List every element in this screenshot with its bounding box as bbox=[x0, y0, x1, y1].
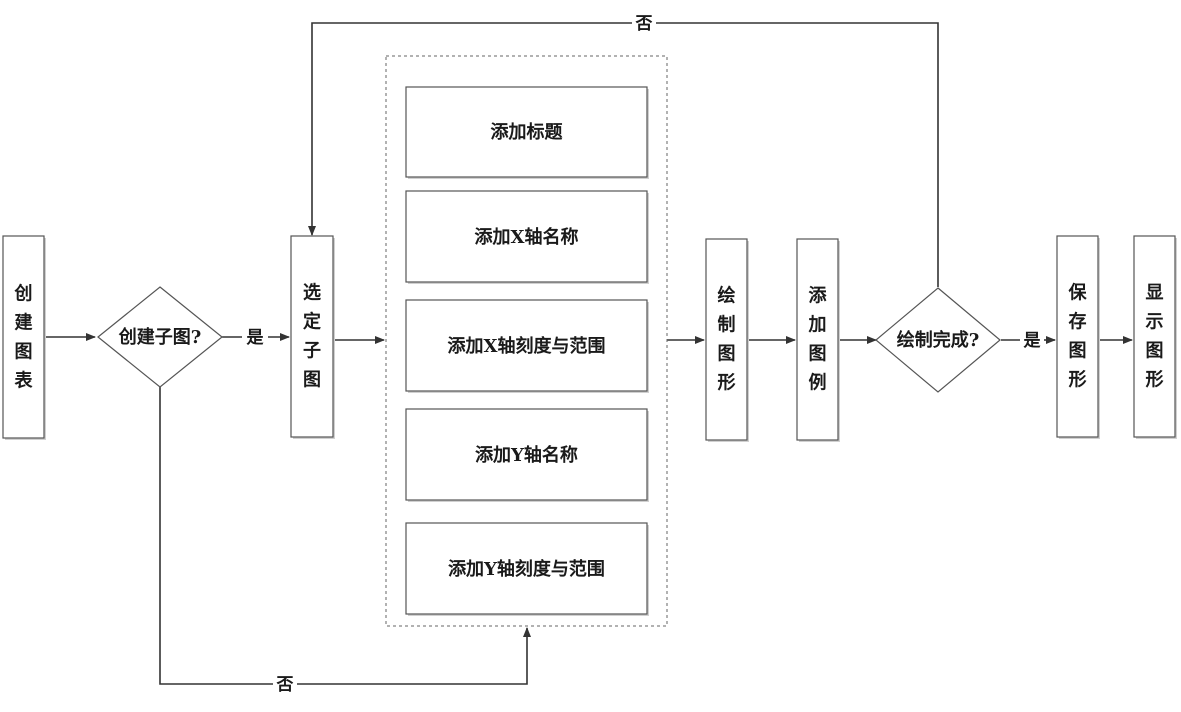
node-save-graph: 保存图形 bbox=[1056, 235, 1100, 439]
save-graph-label: 保存图形 bbox=[1068, 282, 1088, 391]
add-x-name-label: 添加X轴名称 bbox=[475, 226, 579, 248]
node-select-subplot: 选定子图 bbox=[290, 235, 335, 439]
edge-label-no-1: 否 bbox=[276, 675, 294, 695]
node-draw-done-decision: 绘制完成? bbox=[875, 287, 1001, 393]
node-add-title: 添加标题 bbox=[405, 86, 649, 179]
add-legend-label: 添加图例 bbox=[808, 285, 828, 394]
edge-bypass-left bbox=[159, 387, 273, 685]
add-y-ticks-label: 添加Y轴刻度与范围 bbox=[448, 558, 605, 580]
node-add-x-ticks: 添加X轴刻度与范围 bbox=[405, 299, 649, 393]
draw-done-decision-label: 绘制完成? bbox=[897, 329, 980, 351]
edge-label-yes-1: 是 bbox=[247, 328, 264, 348]
add-y-name-label: 添加Y轴名称 bbox=[475, 444, 578, 466]
edge-label-yes-2: 是 bbox=[1024, 331, 1041, 351]
show-graph-label: 显示图形 bbox=[1146, 283, 1164, 391]
node-show-graph: 显示图形 bbox=[1133, 235, 1177, 439]
draw-graph-label: 绘制图形 bbox=[718, 285, 736, 394]
node-draw-graph: 绘制图形 bbox=[705, 238, 749, 442]
add-x-ticks-label: 添加X轴刻度与范围 bbox=[448, 335, 606, 357]
create-subplot-decision-label: 创建子图? bbox=[118, 326, 202, 348]
edge-label-no-2: 否 bbox=[635, 14, 653, 34]
node-add-x-name: 添加X轴名称 bbox=[405, 190, 649, 284]
node-add-y-ticks: 添加Y轴刻度与范围 bbox=[405, 522, 649, 616]
node-create-subplot-decision: 创建子图? bbox=[97, 286, 223, 388]
add-title-label: 添加标题 bbox=[491, 121, 564, 143]
edge-bypass-right bbox=[297, 627, 531, 685]
edge-done-loop-right bbox=[308, 22, 632, 236]
connectors bbox=[44, 22, 1133, 685]
node-add-y-name: 添加Y轴名称 bbox=[405, 408, 649, 502]
create-chart-label: 创建图表 bbox=[14, 283, 34, 392]
settings-group bbox=[385, 55, 668, 627]
node-create-chart: 创建图表 bbox=[2, 235, 46, 440]
select-subplot-label: 选定子图 bbox=[303, 283, 321, 391]
node-add-legend: 添加图例 bbox=[796, 238, 840, 442]
edge-done-loop-left bbox=[656, 22, 939, 287]
